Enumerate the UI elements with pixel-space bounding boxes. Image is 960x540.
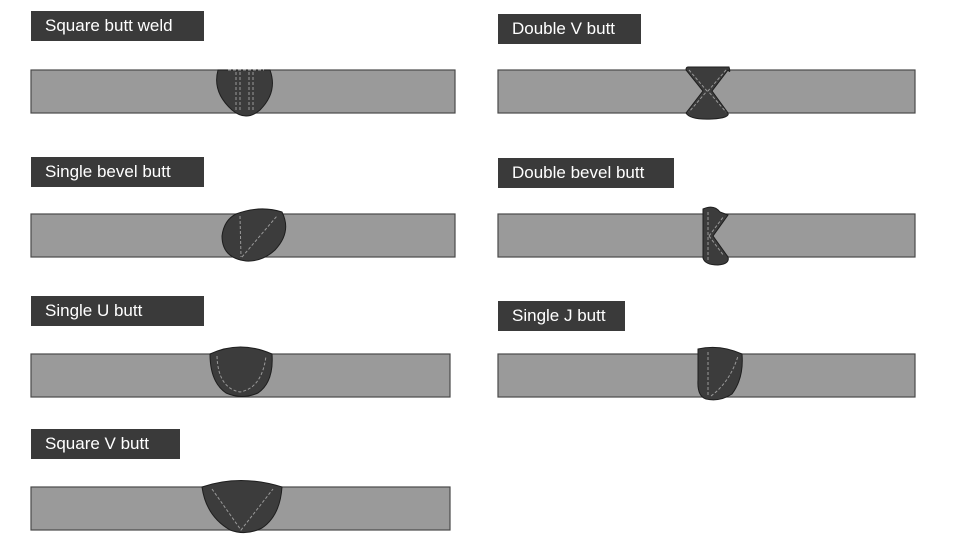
label-square-butt-weld: Square butt weld bbox=[31, 11, 204, 41]
square-butt-weld-icon bbox=[30, 69, 456, 117]
label-single-u-butt: Single U butt bbox=[31, 296, 204, 326]
double-v-butt-weld-icon bbox=[497, 66, 916, 120]
square-v-butt-weld-icon bbox=[30, 480, 451, 534]
label-double-v-butt: Double V butt bbox=[498, 14, 641, 44]
label-single-bevel-butt: Single bevel butt bbox=[31, 157, 204, 187]
double-bevel-butt-weld-icon bbox=[497, 206, 916, 266]
label-double-bevel-butt: Double bevel butt bbox=[498, 158, 674, 188]
single-u-butt-weld-icon bbox=[30, 346, 451, 398]
single-j-butt-weld-icon bbox=[497, 346, 916, 401]
label-square-v-butt: Square V butt bbox=[31, 429, 180, 459]
single-bevel-butt-weld-icon bbox=[30, 208, 456, 262]
label-single-j-butt: Single J butt bbox=[498, 301, 625, 331]
